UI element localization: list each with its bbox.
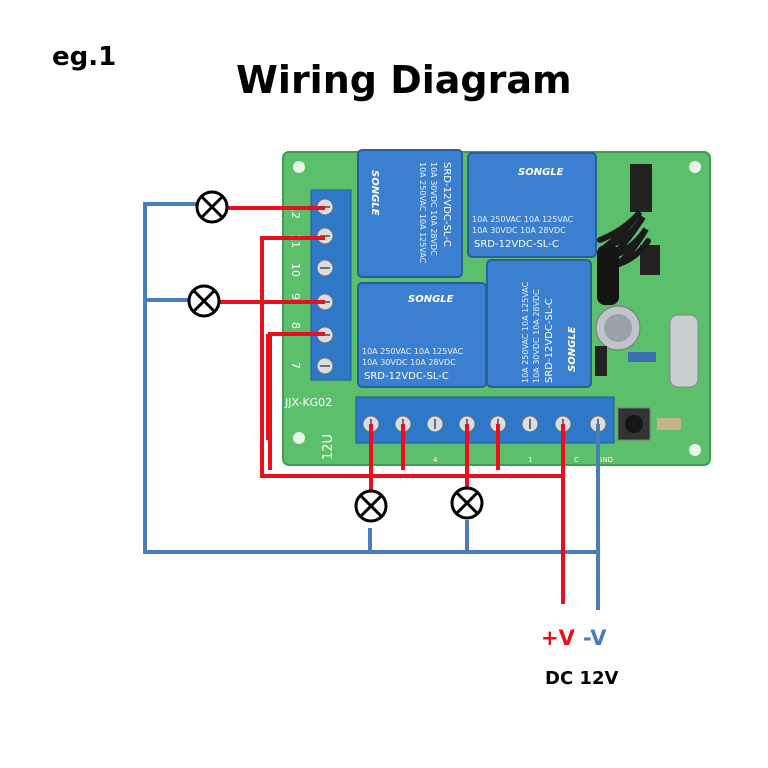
example-label: eg.1 bbox=[52, 42, 117, 72]
antenna-base bbox=[597, 245, 619, 305]
lamp-icon bbox=[187, 284, 221, 318]
lamp-icon bbox=[354, 489, 388, 523]
left-screw bbox=[316, 357, 334, 375]
svg-text:SONGLE: SONGLE bbox=[518, 167, 564, 178]
ic-chip bbox=[630, 164, 652, 212]
svg-text:10A 250VAC 10A 125VAC: 10A 250VAC 10A 125VAC bbox=[418, 162, 427, 264]
relay-3: SONGLE 10A 250VAC 10A 125VAC 10A 30VDC 1… bbox=[357, 282, 487, 388]
left-screw bbox=[316, 259, 334, 277]
supply-label: DC 12V bbox=[545, 668, 619, 689]
svg-text:SONGLE: SONGLE bbox=[408, 294, 454, 305]
mount-hole bbox=[293, 432, 305, 444]
side-number-10: 10 bbox=[289, 263, 302, 277]
relay-4: SONGLE 10A 250VAC 10A 125VAC 10A 30VDC 1… bbox=[486, 259, 592, 388]
mount-hole bbox=[689, 161, 701, 173]
bottom-number-1: 1 bbox=[528, 456, 532, 464]
svg-text:10A 30VDC 10A 28VDC: 10A 30VDC 10A 28VDC bbox=[532, 289, 541, 383]
diode bbox=[595, 346, 607, 376]
side-number-8: 8 bbox=[289, 322, 302, 329]
bottom-screw bbox=[426, 415, 444, 433]
capacitor-top bbox=[604, 314, 632, 342]
board-model-label: JJX-KG02 bbox=[284, 396, 332, 409]
svg-text:SONGLE: SONGLE bbox=[567, 326, 578, 372]
push-button-cap bbox=[625, 415, 643, 433]
svg-text:10A 250VAC 10A 125VAC: 10A 250VAC 10A 125VAC bbox=[472, 215, 574, 224]
positive-voltage-label: +V bbox=[541, 626, 575, 650]
ic-chip bbox=[640, 245, 660, 275]
side-number-7: 7 bbox=[289, 362, 302, 369]
lamp-icon bbox=[195, 190, 229, 224]
relay-2: SONGLE 10A 250VAC 10A 125VAC 10A 30VDC 1… bbox=[467, 152, 597, 258]
mount-hole bbox=[689, 444, 701, 456]
resistor bbox=[657, 418, 681, 430]
page-title: Wiring Diagram bbox=[236, 58, 572, 102]
svg-text:10A 30VDC 10A 28VDC: 10A 30VDC 10A 28VDC bbox=[362, 358, 456, 367]
negative-wiring bbox=[143, 202, 600, 610]
svg-text:10A 250VAC 10A 125VAC: 10A 250VAC 10A 125VAC bbox=[521, 281, 530, 383]
bottom-screw bbox=[521, 415, 539, 433]
board-voltage-label: 12U bbox=[321, 434, 336, 460]
bottom-number-4: 4 bbox=[433, 456, 438, 464]
lamp-icon bbox=[450, 486, 484, 520]
bottom-terminal-block bbox=[355, 396, 615, 444]
positive-wiring bbox=[218, 206, 565, 604]
svg-text:SONGLE: SONGLE bbox=[369, 170, 380, 216]
svg-text:SRD-12VDC-SL-C: SRD-12VDC-SL-C bbox=[474, 239, 559, 250]
side-number-9: 9 bbox=[289, 293, 302, 300]
left-terminal-block bbox=[310, 189, 352, 381]
mount-hole bbox=[293, 161, 305, 173]
diode bbox=[628, 352, 656, 362]
relay-1: SONGLE 10A 250VAC 10A 125VAC 10A 30VDC 1… bbox=[357, 149, 463, 278]
svg-text:10A 30VDC 10A 28VDC: 10A 30VDC 10A 28VDC bbox=[429, 162, 438, 256]
svg-text:SRD-12VDC-SL-C: SRD-12VDC-SL-C bbox=[364, 371, 449, 382]
svg-text:SRD-12VDC-SL-C: SRD-12VDC-SL-C bbox=[441, 162, 452, 247]
svg-text:10A 250VAC 10A 125VAC: 10A 250VAC 10A 125VAC bbox=[362, 347, 464, 356]
bottom-number-gnd: GND bbox=[597, 456, 613, 464]
bottom-number-c: C bbox=[574, 456, 579, 464]
svg-text:SRD-12VDC-SL-C: SRD-12VDC-SL-C bbox=[544, 298, 555, 383]
crystal bbox=[669, 314, 699, 388]
negative-voltage-label: -V bbox=[583, 626, 607, 650]
svg-text:10A 30VDC 10A 28VDC: 10A 30VDC 10A 28VDC bbox=[472, 226, 566, 235]
